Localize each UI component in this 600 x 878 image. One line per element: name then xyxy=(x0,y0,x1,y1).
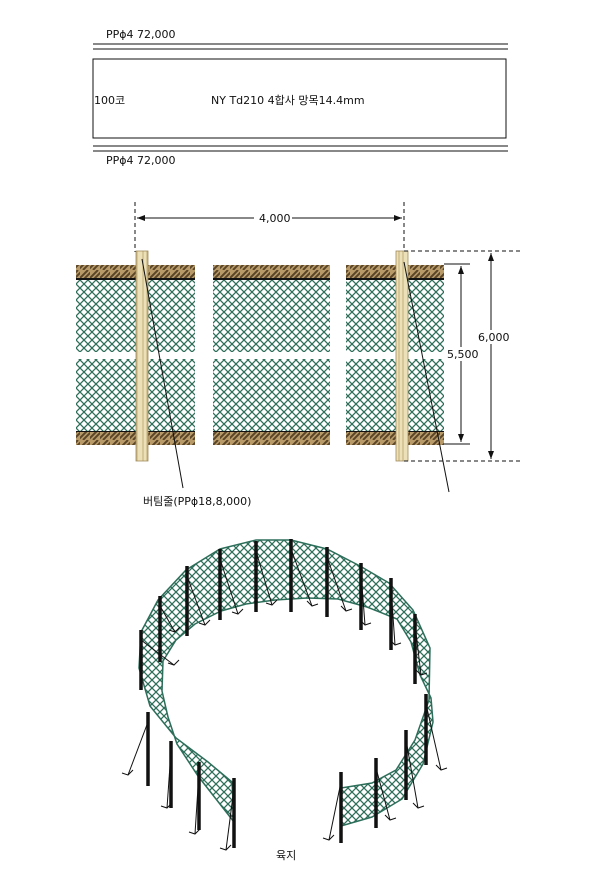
mesh-count-label: 100코 xyxy=(94,94,125,107)
plan-anchor-foot-1 xyxy=(167,659,180,666)
plan-anchor-rope-16 xyxy=(194,771,200,835)
label-bg xyxy=(476,330,510,344)
plan-anchor-rope-15 xyxy=(225,787,235,851)
arrow-down xyxy=(458,434,464,442)
net-mesh-lower xyxy=(213,359,330,431)
support-pole-right xyxy=(395,250,409,462)
net-spec-section: PPϕ4 72,000 100코 NY Td210 4합사 망목14.4mm P… xyxy=(92,28,508,167)
net-mesh-lower xyxy=(346,359,444,431)
plan-anchor-foot-9 xyxy=(389,639,402,646)
dim-label-bg xyxy=(254,211,292,225)
net-mesh-lower xyxy=(76,359,195,431)
dim-arrow-left xyxy=(137,215,145,221)
net-panel-middle xyxy=(213,265,330,445)
enclosure-net xyxy=(138,539,434,827)
plan-anchor-rope-2 xyxy=(159,605,176,633)
net-spec-label: NY Td210 4합사 망목14.4mm xyxy=(211,94,365,107)
plan-anchor-foot-17 xyxy=(160,802,173,809)
plan-view-net: 육지 xyxy=(121,539,448,862)
plan-view-poles xyxy=(121,539,448,851)
arrow-down xyxy=(488,451,494,459)
upper-rope-label: PPϕ4 72,000 xyxy=(106,28,176,41)
net-panel-outline xyxy=(92,58,507,139)
plan-anchor-foot-18 xyxy=(121,769,134,776)
plan-anchor-foot-13 xyxy=(384,814,397,821)
plan-anchor-foot-3 xyxy=(198,619,211,626)
foot-rope xyxy=(213,432,330,445)
plan-anchor-rope-10 xyxy=(414,623,422,676)
net-mesh-upper xyxy=(213,280,330,352)
net-mesh-upper xyxy=(76,280,195,352)
plan-anchor-rope-14 xyxy=(328,781,342,841)
label-bg xyxy=(446,347,478,361)
pole-spacing-label: 4,000 xyxy=(259,212,291,225)
plan-anchor-foot-6 xyxy=(306,600,319,607)
plan-anchor-rope-9 xyxy=(390,587,396,646)
arrow-up xyxy=(458,266,464,274)
foot-rope xyxy=(346,432,444,445)
plan-anchor-foot-15 xyxy=(219,844,232,851)
lower-rope-label: PPϕ4 72,000 xyxy=(106,154,176,167)
land-label: 육지 xyxy=(276,849,296,862)
plan-anchor-rope-7 xyxy=(326,556,347,612)
arrow-up xyxy=(488,253,494,261)
plan-anchor-foot-11 xyxy=(435,764,448,771)
net-height-label: 5,500 xyxy=(447,348,479,361)
plan-anchor-foot-10 xyxy=(415,669,428,676)
plan-anchor-foot-12 xyxy=(412,802,425,809)
front-elevation: 4,000 xyxy=(76,202,522,508)
plan-anchor-rope-1 xyxy=(140,639,175,666)
plan-anchor-foot-16 xyxy=(188,828,201,835)
plan-anchor-foot-2 xyxy=(168,626,181,633)
plan-anchor-foot-4 xyxy=(231,608,244,615)
head-rope xyxy=(346,265,444,279)
head-rope xyxy=(76,265,195,279)
net-mesh-upper xyxy=(346,280,444,352)
plan-anchor-rope-5 xyxy=(255,550,273,606)
plan-anchor-foot-5 xyxy=(265,599,278,606)
plan-anchor-rope-18 xyxy=(127,721,149,776)
plan-anchor-rope-4 xyxy=(219,558,239,615)
foot-rope xyxy=(76,432,195,445)
pole-rope-leader-right xyxy=(403,261,450,493)
plan-anchor-rope-3 xyxy=(186,575,206,626)
plan-anchor-rope-11 xyxy=(425,703,442,771)
plan-anchor-foot-8 xyxy=(359,619,372,626)
net-panel-left xyxy=(76,265,195,445)
support-pole-left xyxy=(135,250,149,462)
net-panel-right xyxy=(346,265,444,445)
pole-rope-label: 버팀줄(PPϕ18,8,000) xyxy=(143,495,251,508)
plan-anchor-rope-17 xyxy=(166,750,172,809)
head-rope xyxy=(213,265,330,279)
dim-arrow-right xyxy=(394,215,402,221)
plan-anchor-rope-8 xyxy=(360,572,366,626)
plan-anchor-foot-14 xyxy=(322,834,335,841)
pole-rope-leader-left xyxy=(141,258,184,489)
plan-anchor-foot-7 xyxy=(340,605,353,612)
plan-anchor-rope-13 xyxy=(375,767,391,821)
pole-height-label: 6,000 xyxy=(478,331,510,344)
plan-anchor-rope-6 xyxy=(290,548,313,607)
plan-anchor-rope-12 xyxy=(405,739,419,809)
